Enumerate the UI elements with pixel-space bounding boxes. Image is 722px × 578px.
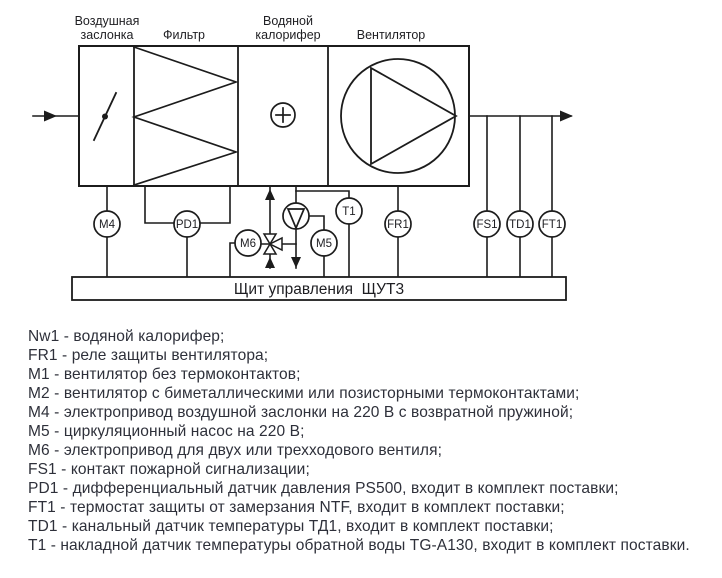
- legend-item-m6: M6 - электропривод для двух или трехходо…: [28, 442, 443, 459]
- section-labels: Воздушная заслонка Фильтр Водяной калори…: [75, 14, 426, 42]
- device-t1: T1: [335, 197, 363, 225]
- legend-item-pd1: PD1 - дифференциальный датчик давления P…: [28, 480, 619, 497]
- inlet-air-arrow-icon: [44, 110, 57, 122]
- device-td1: TD1: [506, 210, 534, 238]
- three-way-valve-icon: [262, 233, 283, 255]
- legend-item-t1: T1 - накладной датчик температуры обратн…: [28, 537, 690, 554]
- m6-drop-line: [229, 242, 237, 278]
- device-t1-label: T1: [342, 206, 355, 218]
- legend: Nw1 - водяной калорифер; FR1 - реле защи…: [28, 327, 718, 555]
- air-damper-icon: [92, 91, 118, 142]
- device-m6: M6: [234, 229, 262, 257]
- device-fr1: FR1: [384, 210, 412, 238]
- label-damper-line2: заслонка: [81, 28, 134, 42]
- device-pd1-label: PD1: [176, 219, 198, 231]
- heater-icon: [270, 102, 296, 128]
- control-panel: Щит управления ЩУТ3: [71, 276, 567, 301]
- label-heater-line2: калорифер: [255, 28, 320, 42]
- legend-item-fr1: FR1 - реле защиты вентилятора;: [28, 347, 269, 364]
- legend-item-m1: M1 - вентилятор без термоконтактов;: [28, 366, 301, 383]
- unit-outline: [78, 45, 470, 187]
- filter-icon: [131, 45, 239, 187]
- device-td1-label: TD1: [509, 219, 531, 231]
- t1-branch-line: [295, 190, 350, 278]
- device-m5: M5: [310, 229, 338, 257]
- device-tags: M4 PD1 M6 M5 T1 FR1: [93, 197, 566, 257]
- device-m4-label: M4: [99, 219, 116, 231]
- legend-item-fs1: FS1 - контакт пожарной сигнализации;: [28, 461, 310, 478]
- legend-item-ft1: FT1 - термостат защиты от замерзания NTF…: [28, 499, 565, 516]
- control-panel-label: Щит управления ЩУТ3: [234, 281, 404, 298]
- device-pd1: PD1: [173, 210, 201, 238]
- label-damper-line1: Воздушная: [75, 14, 140, 28]
- legend-item-m4: M4 - электропривод воздушной заслонки на…: [28, 404, 574, 421]
- label-heater-line1: Водяной: [263, 14, 313, 28]
- device-m5-label: M5: [316, 238, 332, 250]
- device-fr1-label: FR1: [387, 219, 409, 231]
- legend-item-td1: TD1 - канальный датчик температуры ТД1, …: [28, 518, 554, 535]
- supply-inlet-arrow-icon: [265, 257, 275, 268]
- outlet-air-arrow-icon: [560, 110, 573, 122]
- label-filter: Фильтр: [163, 28, 205, 42]
- supply-up-arrow-icon: [265, 189, 275, 200]
- unit-box: [78, 45, 470, 187]
- ahu-schematic: M4 PD1 M6 M5 T1 FR1: [32, 14, 573, 301]
- legend-item-nw1: Nw1 - водяной калорифер;: [28, 328, 225, 345]
- device-ft1-label: FT1: [542, 219, 562, 231]
- label-fan: Вентилятор: [357, 28, 425, 42]
- device-fs1: FS1: [473, 210, 501, 238]
- device-m6-label: M6: [240, 238, 256, 250]
- legend-item-m5: M5 - циркуляционный насос на 220 В;: [28, 423, 305, 440]
- device-ft1: FT1: [538, 210, 566, 238]
- device-m4: M4: [93, 210, 121, 238]
- pump-icon: [282, 202, 310, 231]
- legend-item-m2: M2 - вентилятор с биметаллическими или п…: [28, 385, 580, 402]
- fan-icon: [340, 58, 458, 174]
- device-fs1-label: FS1: [476, 219, 497, 231]
- return-outlet-arrow-icon: [291, 257, 301, 268]
- flow-arrows: [44, 110, 573, 268]
